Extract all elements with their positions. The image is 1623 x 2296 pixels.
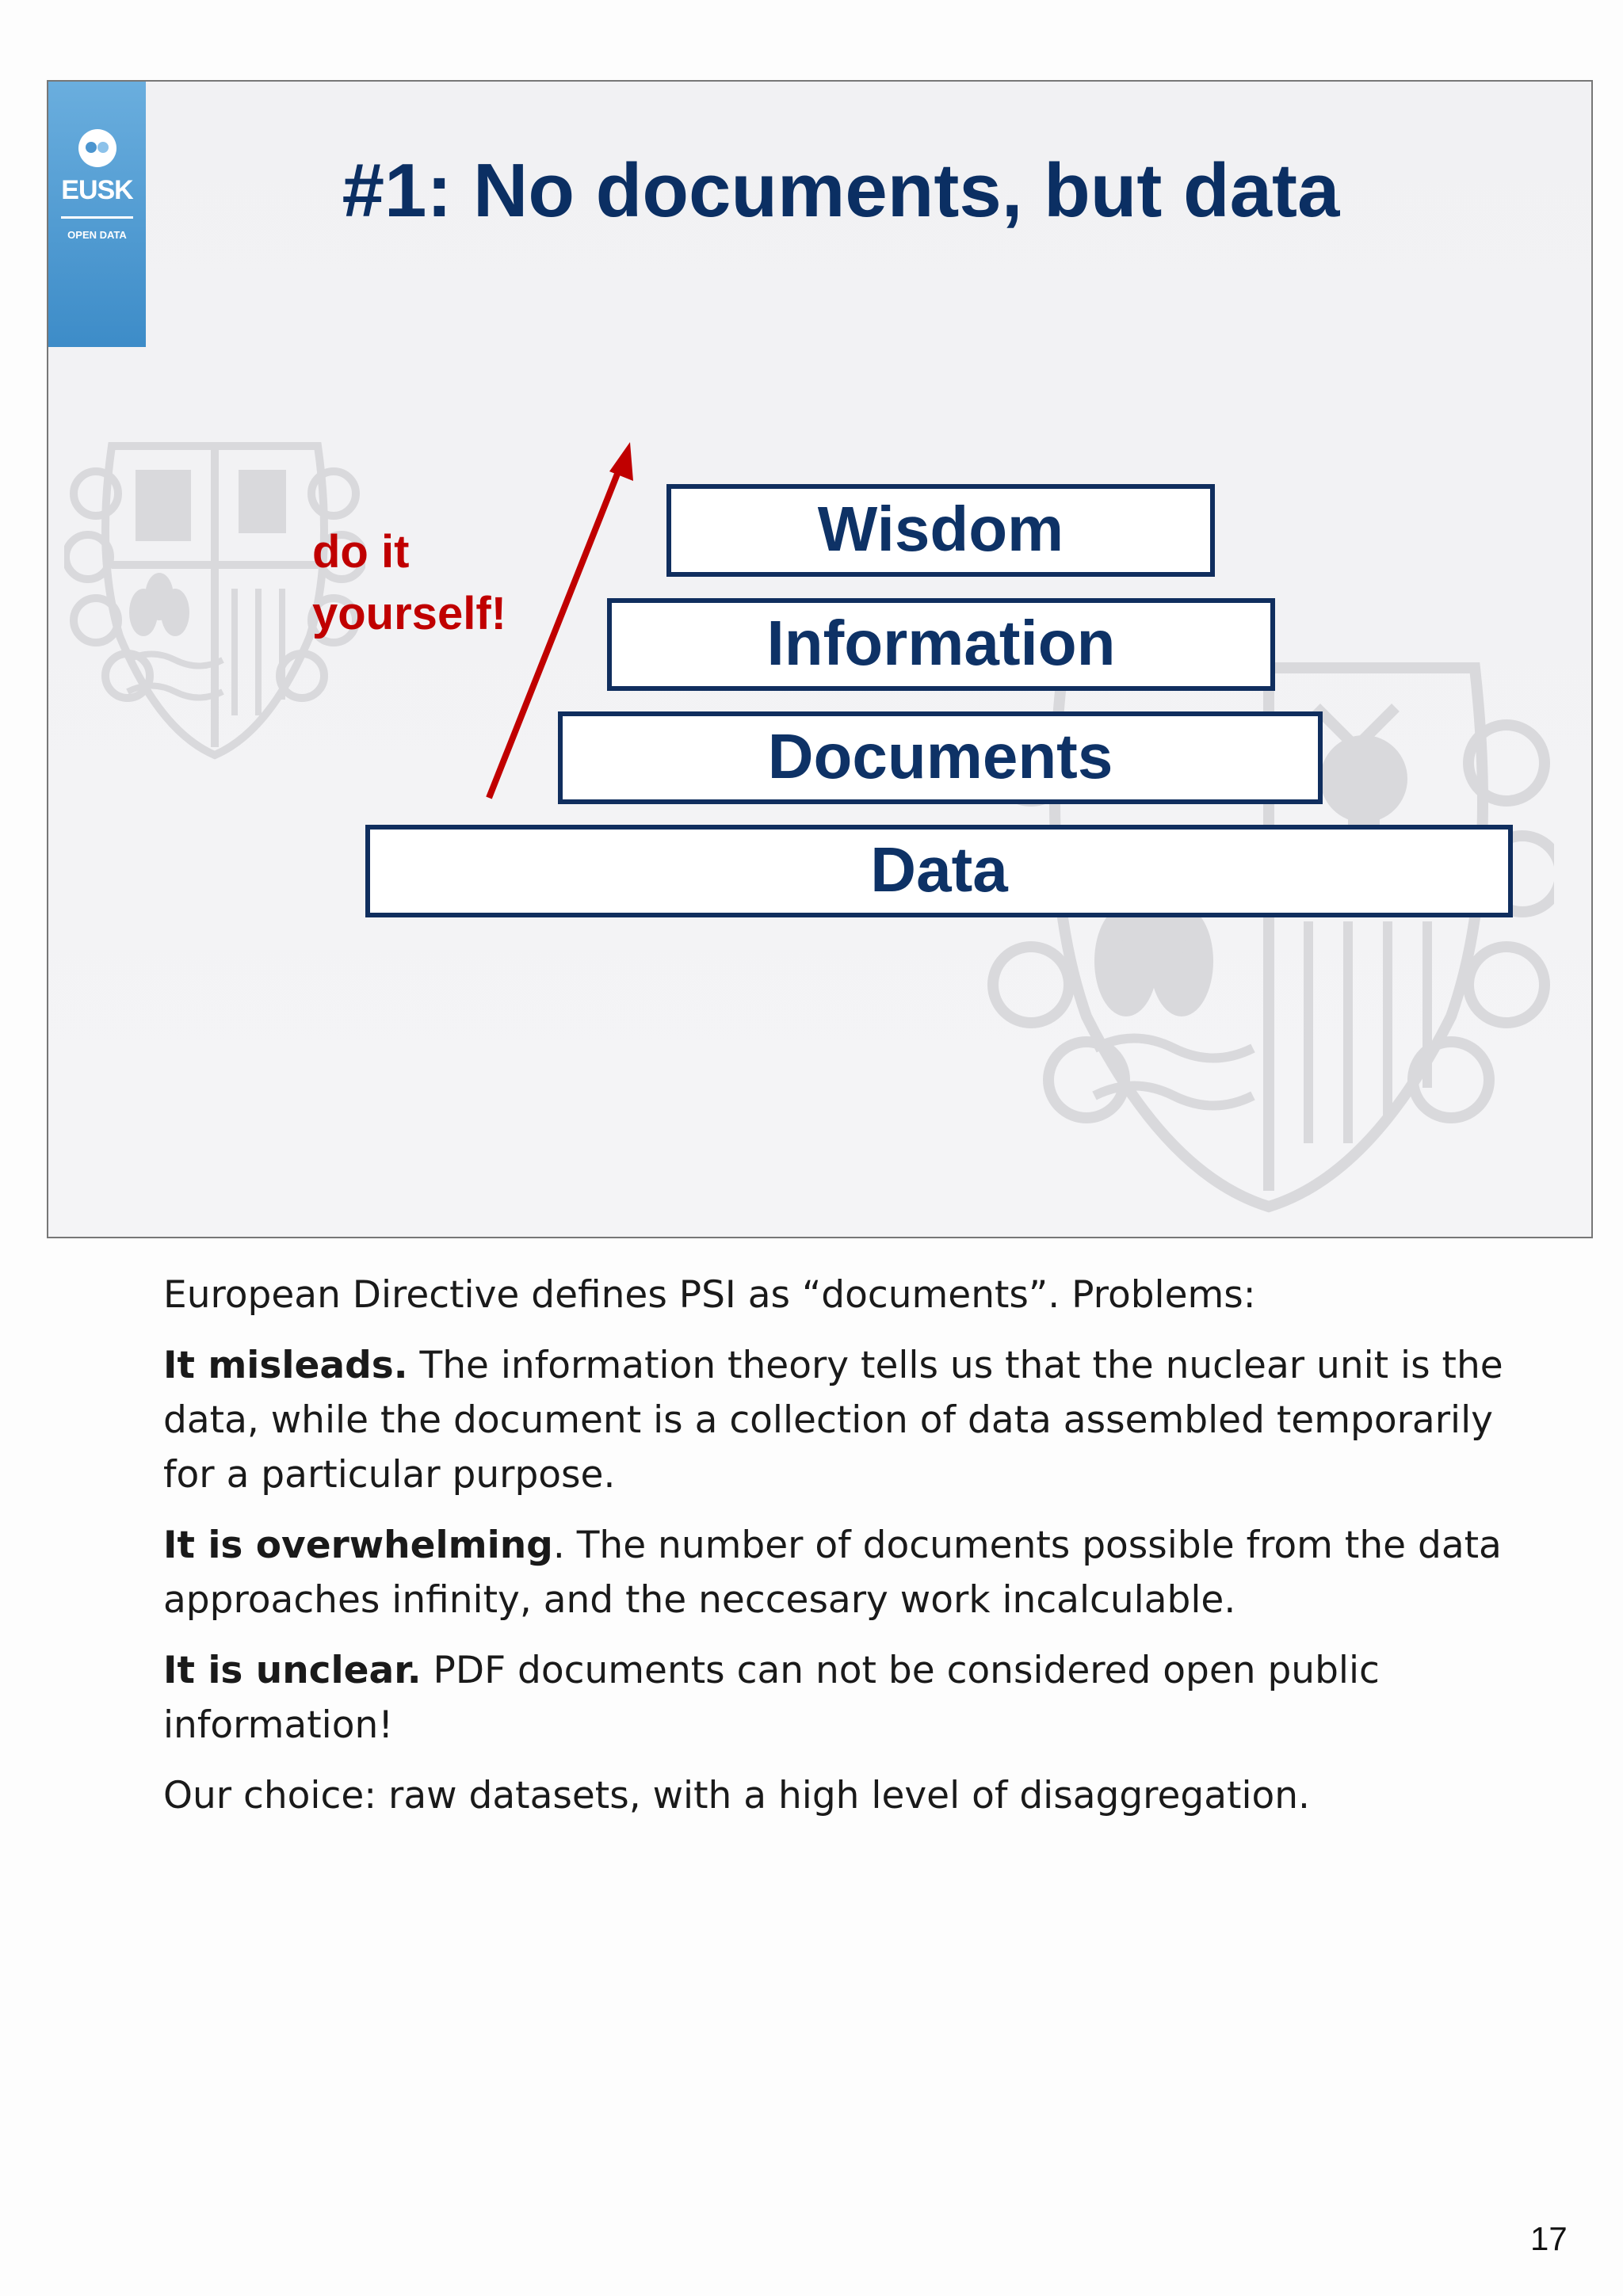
notes-point-misleads-heading: It misleads.	[163, 1344, 408, 1387]
coat-of-arms-watermark-left	[64, 442, 365, 760]
notes-point-overwhelming-text: . The number of documents possible from …	[163, 1524, 1502, 1622]
notes-point-unclear: It is unclear. PDF documents can not be …	[163, 1643, 1510, 1753]
pyramid-level-documents: Documents	[558, 711, 1323, 804]
notes-point-unclear-heading: It is unclear.	[163, 1649, 422, 1692]
do-it-yourself-line1: do it	[312, 526, 410, 578]
page-number: 17	[1530, 2220, 1568, 2257]
notes-conclusion: Our choice: raw datasets, with a high le…	[163, 1774, 1310, 1817]
do-it-yourself-line2: yourself!	[312, 588, 506, 639]
logo-mark-icon	[78, 129, 116, 167]
eusk-logo: EUSK OPEN DATA	[48, 82, 146, 347]
logo-divider	[61, 216, 133, 219]
notes-point-misleads: It misleads. The information theory tell…	[163, 1338, 1510, 1502]
notes-point-overwhelming: It is overwhelming. The number of docume…	[163, 1518, 1510, 1627]
pyramid-level-wisdom: Wisdom	[666, 484, 1215, 577]
speaker-notes: European Directive defines PSI as “docum…	[163, 1268, 1510, 1839]
notes-point-misleads-text: The information theory tells us that the…	[163, 1344, 1503, 1497]
logo-name: EUSK	[61, 175, 133, 205]
pyramid-level-data: Data	[365, 825, 1513, 917]
notes-point-overwhelming-heading: It is overwhelming	[163, 1524, 553, 1567]
do-it-yourself-label: do it yourself!	[312, 521, 506, 645]
notes-point-unclear-text: PDF documents can not be considered open…	[163, 1649, 1380, 1747]
pyramid-level-information: Information	[607, 598, 1275, 691]
logo-subtitle: OPEN DATA	[67, 229, 127, 241]
upward-arrow-icon	[486, 442, 633, 799]
slide-title: #1: No documents, but data	[342, 148, 1340, 233]
notes-intro: European Directive defines PSI as “docum…	[163, 1273, 1256, 1317]
slide: EUSK OPEN DATA #1: No documents, but dat…	[47, 80, 1593, 1238]
